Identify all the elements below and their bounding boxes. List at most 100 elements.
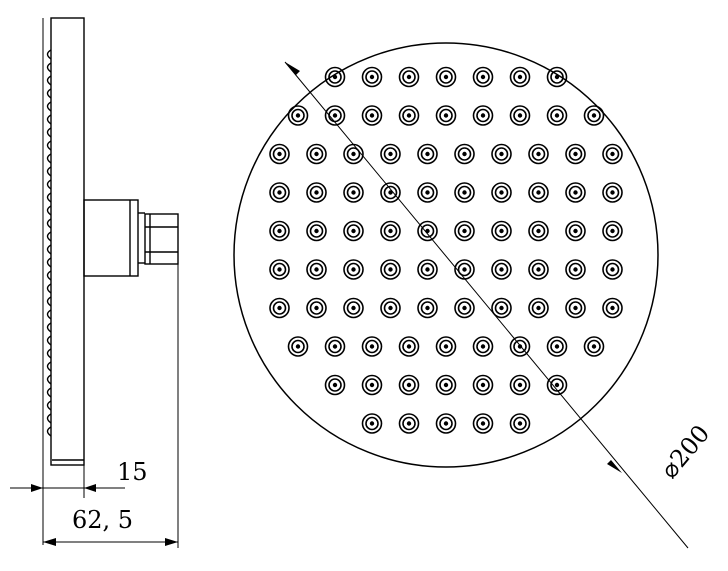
nozzle	[454, 182, 475, 203]
nozzle	[472, 105, 494, 126]
nozzle	[565, 143, 586, 165]
nozzle	[398, 336, 420, 357]
nozzle	[361, 374, 383, 396]
nozzle	[417, 220, 438, 242]
nozzle	[454, 259, 475, 280]
nozzle	[528, 182, 549, 203]
nozzle	[472, 66, 494, 88]
nozzle-bump	[46, 205, 52, 216]
nozzle	[306, 143, 327, 165]
shower-plate-outline	[233, 42, 659, 468]
nozzle	[435, 336, 457, 357]
nozzle-bump	[46, 75, 52, 86]
nozzle	[361, 336, 383, 357]
nozzle	[269, 297, 290, 319]
nozzle-bump	[46, 166, 52, 177]
nozzle	[583, 336, 605, 357]
nozzle	[472, 374, 494, 396]
nozzle-bump	[46, 101, 52, 112]
nozzle	[380, 143, 401, 165]
nozzle	[546, 336, 568, 357]
nozzle	[472, 336, 494, 357]
side-view	[10, 17, 179, 548]
nozzle	[343, 143, 364, 165]
nozzle	[398, 413, 420, 434]
nozzle-bump	[46, 218, 52, 229]
nozzle-bump	[46, 426, 52, 437]
nozzle	[343, 182, 364, 203]
nozzle	[306, 259, 327, 280]
nozzle	[269, 182, 290, 203]
nozzle-bump	[46, 296, 52, 307]
nozzle	[491, 259, 512, 280]
nozzle	[343, 259, 364, 280]
nozzle-grid	[269, 66, 623, 434]
nozzle	[454, 143, 475, 165]
depth-dimension-label: 62, 5	[72, 506, 133, 534]
nozzle	[306, 220, 327, 242]
nozzle-bump	[46, 309, 52, 320]
nozzle-bump	[46, 374, 52, 385]
nozzle	[269, 220, 290, 242]
nozzle	[602, 297, 623, 319]
nozzle	[380, 182, 401, 203]
nozzle	[602, 220, 623, 242]
nozzle-bump	[46, 127, 52, 138]
nozzle	[546, 374, 568, 396]
nozzle-bump	[46, 49, 52, 60]
nozzle	[565, 259, 586, 280]
arm-connector	[83, 199, 139, 277]
nozzle-bump	[46, 361, 52, 372]
nozzle-bump	[46, 348, 52, 359]
diameter-dimension-label: ⌀200	[655, 420, 715, 484]
nozzle	[546, 105, 568, 126]
nozzle	[417, 143, 438, 165]
nozzle-bump	[46, 413, 52, 424]
nozzle	[435, 105, 457, 126]
nozzle-bump	[46, 88, 52, 99]
nozzle-bump	[46, 257, 52, 268]
nozzle-bump	[46, 114, 52, 125]
nozzle	[509, 336, 531, 357]
nozzle	[528, 220, 549, 242]
nozzle	[491, 220, 512, 242]
arm-nut	[144, 213, 179, 265]
nozzle	[417, 259, 438, 280]
nozzle	[565, 182, 586, 203]
nozzle	[509, 413, 531, 434]
nozzle	[565, 297, 586, 319]
nozzle	[491, 182, 512, 203]
nozzle-bump	[46, 231, 52, 242]
nozzle-bump	[46, 244, 52, 255]
nozzle	[509, 105, 531, 126]
nozzle	[417, 182, 438, 203]
nozzle	[565, 220, 586, 242]
nozzle	[435, 374, 457, 396]
nozzle	[361, 413, 383, 434]
nozzle	[269, 143, 290, 165]
nozzle	[380, 259, 401, 280]
nozzle	[435, 66, 457, 88]
nozzle	[602, 182, 623, 203]
nozzle	[343, 220, 364, 242]
nozzle-bumps	[46, 49, 52, 437]
nozzle-bump	[46, 62, 52, 73]
nozzle	[269, 259, 290, 280]
nozzle	[602, 143, 623, 165]
nozzle	[306, 297, 327, 319]
nozzle	[343, 297, 364, 319]
nozzle-bump	[46, 140, 52, 151]
nozzle	[380, 220, 401, 242]
shower-plate-profile	[50, 17, 85, 466]
nozzle	[528, 297, 549, 319]
nozzle	[472, 413, 494, 434]
nozzle	[361, 105, 383, 126]
nozzle	[454, 220, 475, 242]
nozzle	[509, 66, 531, 88]
nozzle	[491, 297, 512, 319]
nozzle	[398, 374, 420, 396]
nozzle-bump	[46, 335, 52, 346]
nozzle-bump	[46, 387, 52, 398]
nozzle	[398, 105, 420, 126]
nozzle	[380, 297, 401, 319]
